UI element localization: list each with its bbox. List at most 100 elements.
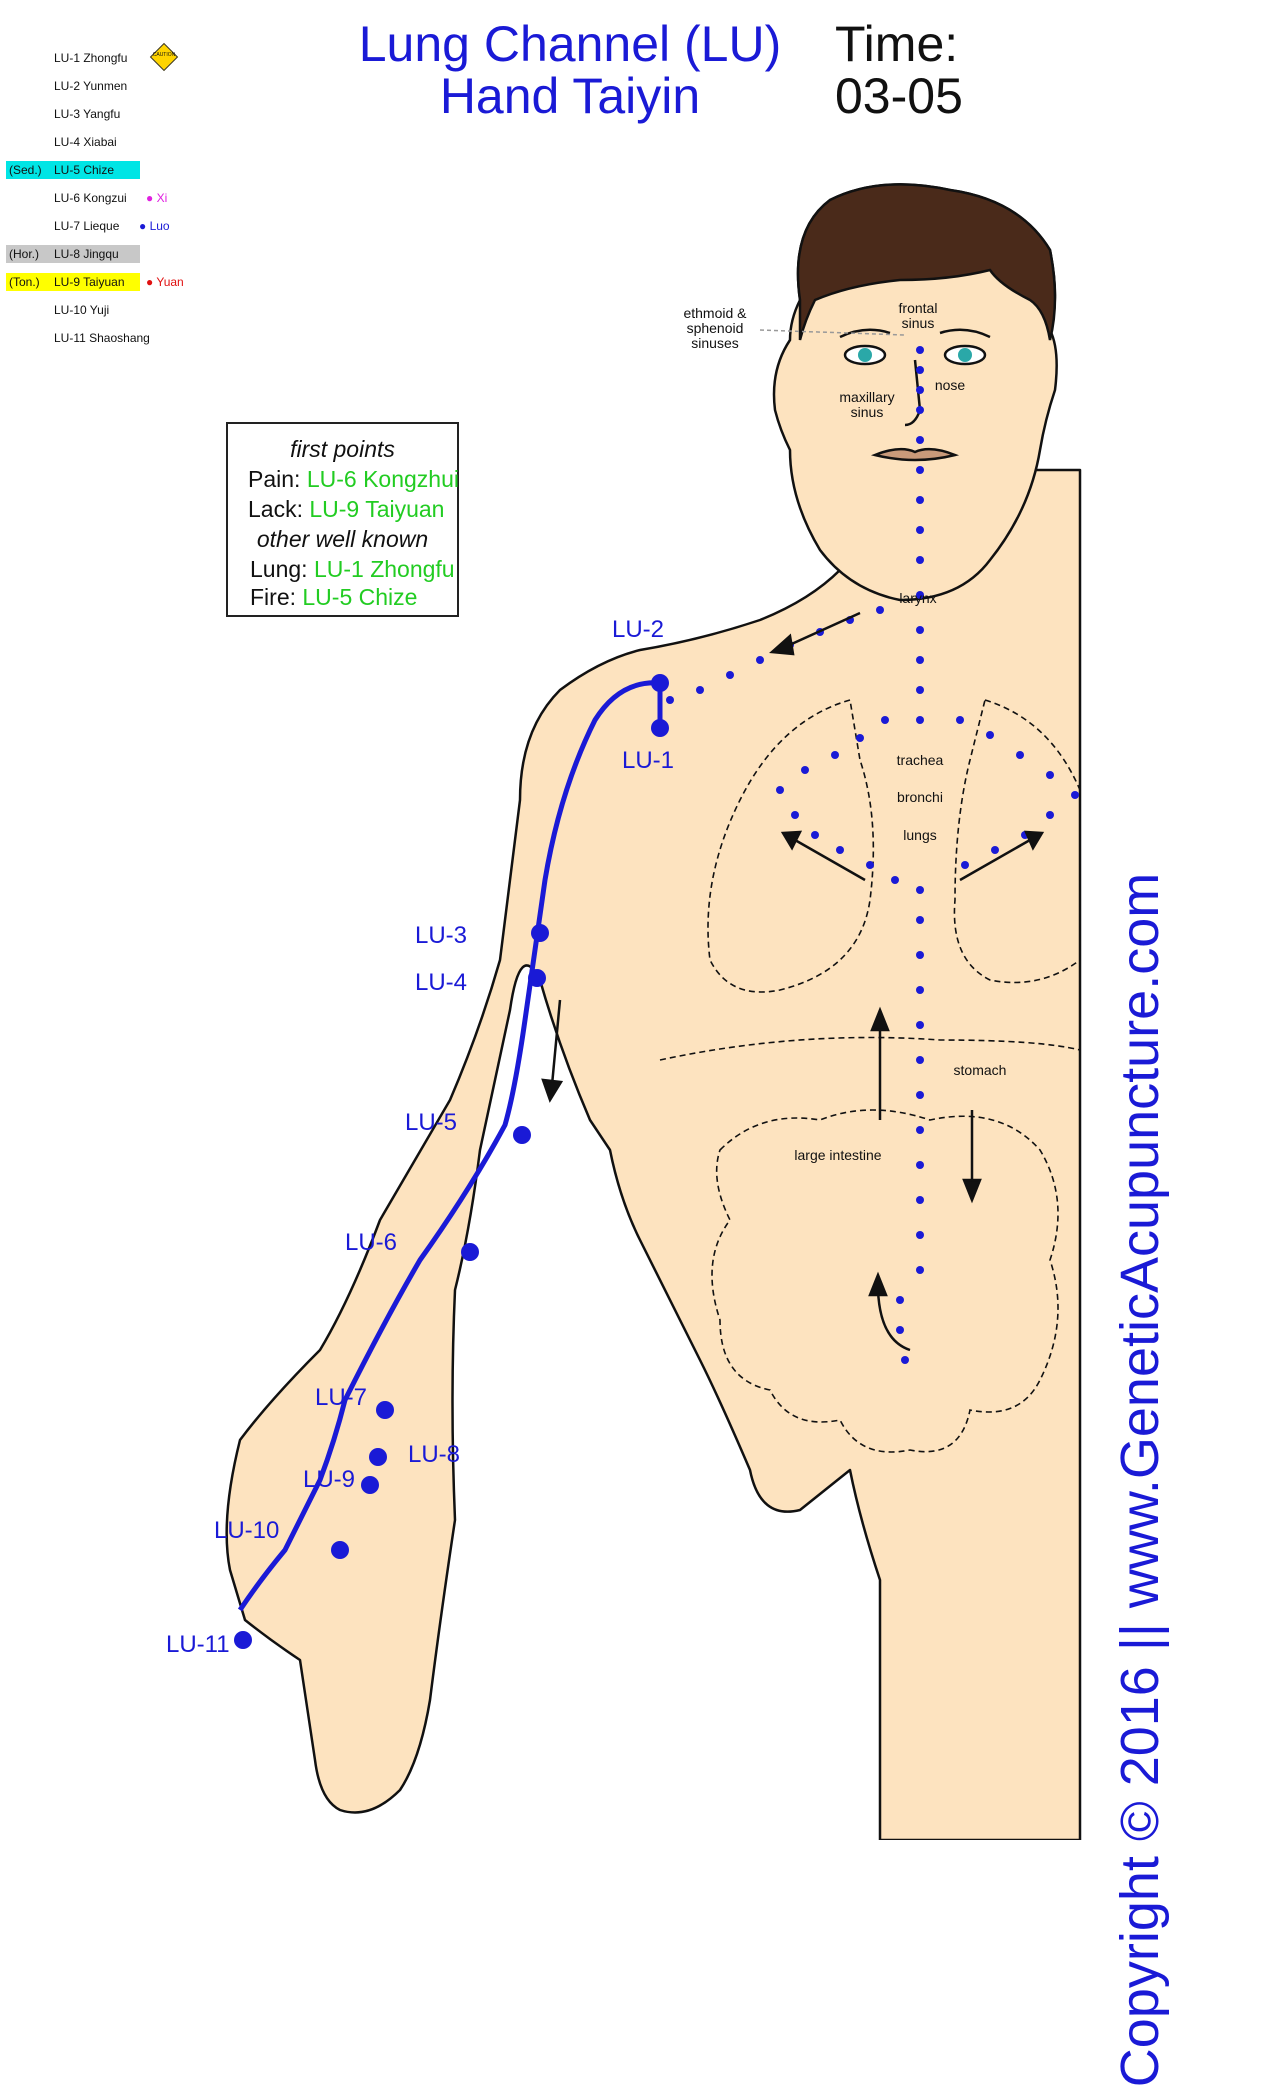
- page-title: Lung Channel (LU) Hand Taiyin: [320, 18, 820, 122]
- point-list-item: (Ton.) LU-9 Taiyuan ● Yuan: [0, 268, 260, 296]
- channel-diagram: LU-2 LU-1 LU-3 LU-4 LU-5 LU-6 LU-7 LU-8 …: [166, 183, 1082, 1840]
- point-lu11: [234, 1631, 252, 1649]
- fire-label: Fire:: [250, 584, 296, 610]
- body-figure: [225, 468, 1082, 1840]
- label-lungs: lungs: [903, 827, 936, 843]
- label-larynx: larynx: [899, 590, 936, 606]
- pain-row: Pain: LU-6 Kongzhui: [248, 466, 459, 493]
- meridian-line: [237, 680, 661, 1612]
- point-name: LU-8 Jingqu: [54, 247, 119, 261]
- point-prefix: (Hor.): [9, 247, 39, 261]
- label-lu11: LU-11: [166, 1631, 230, 1658]
- label-lu2: LU-2: [612, 616, 664, 643]
- point-name: LU-5 Chize: [54, 163, 115, 177]
- title-line1: Lung Channel (LU): [358, 16, 782, 72]
- point-category: ● Yuan: [146, 275, 184, 289]
- point-lu9: [361, 1476, 379, 1494]
- point-lu5: [513, 1126, 531, 1144]
- label-lu3: LU-3: [415, 922, 467, 949]
- point-name: LU-4 Xiabai: [54, 135, 117, 149]
- point-lu10: [331, 1541, 349, 1559]
- point-lu1: [651, 719, 669, 737]
- label-lu1: LU-1: [622, 747, 674, 774]
- label-frontal-sinus: sinus: [902, 315, 935, 331]
- info-box: first points Pain: LU-6 Kongzhui Lack: L…: [226, 422, 459, 617]
- time-label: Time:: [835, 16, 959, 72]
- internal-pathway: [666, 346, 1079, 1364]
- point-prefix: (Ton.): [9, 275, 40, 289]
- pain-label: Pain:: [248, 466, 301, 492]
- point-list-item: LU-10 Yuji: [0, 296, 260, 324]
- point-list-item: LU-11 Shaoshang: [0, 324, 260, 352]
- lung-row: Lung: LU-1 Zhongfu: [250, 556, 455, 583]
- point-list-item: LU-1 Zhongfu CAUTION: [0, 42, 260, 72]
- label-sphenoid: sphenoid: [687, 320, 744, 336]
- label-bronchi: bronchi: [897, 789, 943, 805]
- point-lu7: [376, 1401, 394, 1419]
- organ-outlines: [659, 698, 1081, 1453]
- label-lu5: LU-5: [405, 1109, 457, 1136]
- caution-text: CAUTION: [152, 52, 176, 58]
- point-category: ● Xi: [146, 191, 168, 205]
- label-sinuses: sinuses: [691, 335, 738, 351]
- label-maxillary: maxillary: [839, 389, 894, 405]
- point-list-item: LU-3 Yangfu: [0, 100, 260, 128]
- label-lu4: LU-4: [415, 969, 467, 996]
- lack-value: LU-9 Taiyuan: [309, 496, 445, 522]
- point-list-item: (Sed.) LU-5 Chize: [0, 156, 260, 184]
- point-name: LU-2 Yunmen: [54, 79, 128, 93]
- fire-value: LU-5 Chize: [302, 584, 418, 610]
- point-lu4: [528, 969, 546, 987]
- point-category: ● Luo: [139, 219, 170, 233]
- point-name: LU-11 Shaoshang: [54, 331, 150, 345]
- channel-labels: LU-2 LU-1 LU-3 LU-4 LU-5 LU-6 LU-7 LU-8 …: [166, 616, 674, 1658]
- label-lu6: LU-6: [345, 1229, 397, 1256]
- point-lu8: [369, 1448, 387, 1466]
- title-line2: Hand Taiyin: [439, 68, 701, 124]
- label-lu9: LU-9: [303, 1466, 355, 1493]
- flow-arrows: [541, 611, 1045, 1352]
- label-stomach: stomach: [954, 1062, 1007, 1078]
- point-list-item: LU-7 Lieque ● Luo: [0, 212, 260, 240]
- point-lu3: [531, 924, 549, 942]
- other-label: other well known: [256, 526, 429, 552]
- label-lu7: LU-7: [315, 1384, 367, 1411]
- point-name: LU-9 Taiyuan: [54, 275, 125, 289]
- label-frontal: frontal: [899, 300, 938, 316]
- label-nose: nose: [935, 377, 966, 393]
- point-name: LU-6 Kongzui: [54, 191, 127, 205]
- time-block: Time: 03-05: [835, 18, 963, 122]
- fire-row: Fire: LU-5 Chize: [250, 584, 417, 611]
- lack-row: Lack: LU-9 Taiyuan: [248, 496, 444, 523]
- first-points-label: first points: [290, 436, 395, 462]
- label-lu8: LU-8: [408, 1441, 460, 1468]
- point-highlight: [6, 245, 140, 263]
- lung-value: LU-1 Zhongfu: [313, 556, 455, 582]
- acupoints: [234, 674, 669, 1649]
- point-lu6: [461, 1243, 479, 1261]
- label-trachea: trachea: [897, 752, 944, 768]
- point-name: LU-3 Yangfu: [54, 107, 121, 121]
- head: [772, 183, 1058, 602]
- point-name: LU-10 Yuji: [54, 303, 110, 317]
- point-prefix: (Sed.): [9, 163, 42, 177]
- label-ethmoid: ethmoid &: [683, 305, 747, 321]
- point-list-item: LU-2 Yunmen: [0, 72, 260, 100]
- point-list-item: LU-4 Xiabai: [0, 128, 260, 156]
- point-list-item: (Hor.) LU-8 Jingqu: [0, 240, 260, 268]
- point-lu2: [651, 674, 669, 692]
- pain-value: LU-6 Kongzhui: [306, 466, 459, 492]
- time-value: 03-05: [835, 68, 963, 124]
- point-name: LU-1 Zhongfu: [54, 51, 128, 65]
- label-maxillary-sinus: sinus: [851, 404, 884, 420]
- lack-label: Lack:: [248, 496, 303, 522]
- lung-label: Lung:: [250, 556, 308, 582]
- point-list-item: LU-6 Kongzui ● Xi: [0, 184, 260, 212]
- label-large-intestine: large intestine: [794, 1147, 881, 1163]
- point-highlight: [6, 273, 140, 291]
- point-name: LU-7 Lieque: [54, 219, 120, 233]
- copyright-text: Copyright © 2016 || www.GeneticAcupunctu…: [1110, 872, 1170, 2087]
- label-lu10: LU-10: [214, 1517, 279, 1544]
- point-highlight: [6, 161, 140, 179]
